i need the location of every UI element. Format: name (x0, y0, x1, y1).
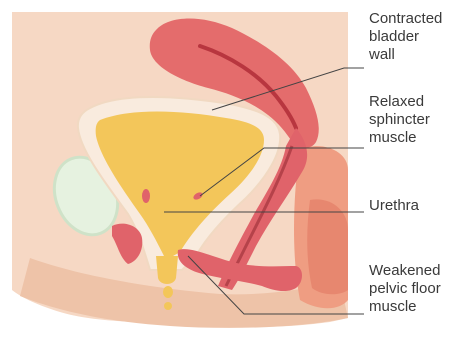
urine-drop-small (164, 302, 172, 310)
label-line: bladder (369, 28, 442, 46)
label-line: Contracted (369, 10, 442, 28)
label-line: pelvic floor (369, 280, 441, 298)
label-weakened-pelvic-floor-muscle: Weakened pelvic floor muscle (369, 262, 441, 316)
label-line: muscle (369, 298, 441, 316)
rectum-inner (307, 199, 348, 294)
sphincter-left (142, 189, 150, 203)
urine-drop (163, 286, 173, 298)
label-line: Urethra (369, 197, 419, 215)
label-line: Relaxed (369, 93, 430, 111)
label-urethra: Urethra (369, 197, 419, 215)
label-relaxed-sphincter-muscle: Relaxed sphincter muscle (369, 93, 430, 147)
label-line: wall (369, 46, 442, 64)
label-contracted-bladder-wall: Contracted bladder wall (369, 10, 442, 64)
label-line: muscle (369, 129, 430, 147)
label-line: Weakened (369, 262, 441, 280)
label-line: sphincter (369, 111, 430, 129)
urethra (156, 256, 178, 284)
